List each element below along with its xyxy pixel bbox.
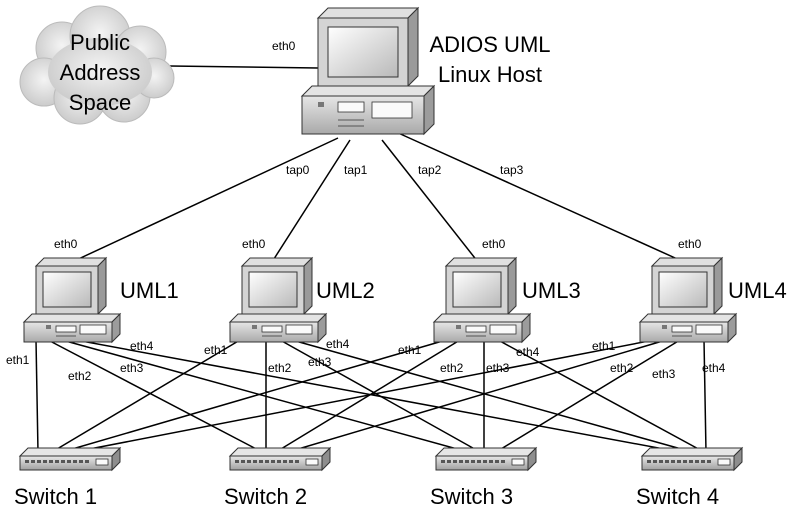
uml3-node: UML3 eth0 eth1 eth2 eth3 eth4 <box>398 237 581 375</box>
uml4-eth0: eth0 <box>678 237 702 251</box>
cloud-label-line-1: Public <box>70 30 130 55</box>
switch-3: Switch 3 <box>430 447 537 509</box>
uml3-eth2: eth2 <box>440 361 464 375</box>
tap3-label: tap3 <box>500 163 524 177</box>
host-title-line-2: Linux Host <box>438 62 542 87</box>
switch-2: Switch 2 <box>224 447 331 509</box>
uml4-eth4: eth4 <box>702 361 726 375</box>
uml4-eth2: eth2 <box>610 361 634 375</box>
switch-3-label: Switch 3 <box>430 484 513 509</box>
uml2-eth4: eth4 <box>326 337 350 351</box>
switch-1: Switch 1 <box>14 447 121 509</box>
uml3-eth3: eth3 <box>486 361 510 375</box>
uml3-eth1: eth1 <box>398 343 422 357</box>
host-title-line-1: ADIOS UML <box>429 32 550 57</box>
adios-host-computer: eth0 ADIOS UML Linux Host <box>272 6 551 136</box>
uml2-eth0: eth0 <box>242 237 266 251</box>
connection-lines <box>35 65 707 453</box>
tap1-label: tap1 <box>344 163 368 177</box>
mesh-uml1 <box>35 339 681 453</box>
mesh-uml2 <box>51 339 693 453</box>
link-cloud-host <box>169 65 319 69</box>
host-eth0-label: eth0 <box>272 39 296 53</box>
switch-4: Switch 4 <box>636 447 743 509</box>
public-address-cloud: Public Address Space <box>19 5 175 125</box>
uml1-eth3: eth3 <box>120 361 144 375</box>
switch-1-label: Switch 1 <box>14 484 97 509</box>
uml2-eth1: eth1 <box>204 343 228 357</box>
tap0-label: tap0 <box>286 163 310 177</box>
uml1-node: UML1 eth0 eth1 eth2 eth3 eth4 <box>6 237 179 383</box>
uml1-eth4: eth4 <box>130 339 154 353</box>
switch-2-label: Switch 2 <box>224 484 307 509</box>
link-tap1-uml2 <box>271 139 351 263</box>
uml1-eth2: eth2 <box>68 369 92 383</box>
uml4-eth3: eth3 <box>652 367 676 381</box>
mesh-uml3 <box>61 339 705 453</box>
uml1-eth0: eth0 <box>54 237 78 251</box>
mesh-uml4 <box>73 339 707 453</box>
uml4-label: UML4 <box>728 278 787 303</box>
uml2-eth3: eth3 <box>308 355 332 369</box>
uml2-label: UML2 <box>316 278 375 303</box>
uml3-eth0: eth0 <box>482 237 506 251</box>
uml3-eth4: eth4 <box>516 345 540 359</box>
cloud-label-line-3: Space <box>69 90 131 115</box>
uml3-label: UML3 <box>522 278 581 303</box>
uml1-label: UML1 <box>120 278 179 303</box>
uml1-eth1: eth1 <box>6 353 30 367</box>
switch-4-label: Switch 4 <box>636 484 719 509</box>
link-tap2-uml3 <box>381 139 479 263</box>
uml4-node: UML4 eth0 eth1 eth2 eth3 eth4 <box>592 237 787 381</box>
uml2-node: UML2 eth0 eth1 eth2 eth3 eth4 <box>204 237 375 375</box>
tap2-label: tap2 <box>418 163 442 177</box>
uml4-eth1: eth1 <box>592 339 616 353</box>
uml2-eth2: eth2 <box>268 361 292 375</box>
link-tap0-uml1 <box>71 137 339 263</box>
link-tap3-uml4 <box>395 131 685 263</box>
cloud-label-line-2: Address <box>60 60 141 85</box>
